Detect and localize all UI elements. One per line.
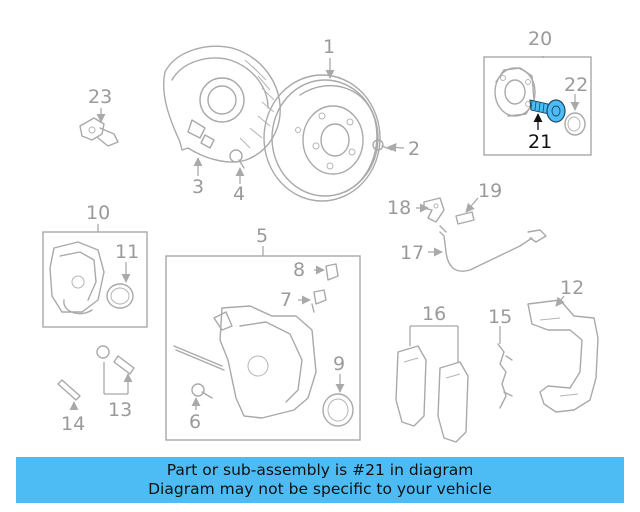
callout-20: 20: [528, 28, 552, 50]
callout-15: 15: [488, 306, 512, 328]
callout-9: 9: [333, 353, 345, 375]
callout-23: 23: [88, 86, 112, 108]
callout-7: 7: [280, 289, 292, 311]
brake-hose-part-17[interactable]: [439, 225, 547, 272]
actuator-box-10: [42, 231, 148, 328]
info-banner: Part or sub-assembly is #21 in diagram D…: [16, 457, 624, 503]
callout-5: 5: [256, 225, 268, 247]
callout-17: 17: [400, 242, 424, 264]
caliper-carrier-part-12[interactable]: [527, 299, 599, 413]
callout-19: 19: [478, 180, 502, 202]
callout-13: 13: [108, 399, 132, 421]
anti-rattle-spring-part-15[interactable]: [497, 343, 513, 409]
hose-bracket-part-18[interactable]: [423, 197, 445, 223]
callout-2: 2: [408, 138, 420, 160]
callout-10: 10: [86, 202, 110, 224]
callout-18: 18: [387, 197, 411, 219]
shield-bolt-part-4[interactable]: [229, 149, 245, 169]
guide-bolt-part-14[interactable]: [57, 379, 81, 401]
guide-pin-kit-part-13[interactable]: [96, 345, 135, 375]
wheel-speed-sensor-part-23[interactable]: [79, 117, 119, 147]
callout-6: 6: [189, 411, 201, 433]
splash-shield-part-3[interactable]: [163, 45, 281, 163]
parking-brake-actuator-part-10[interactable]: [49, 241, 105, 315]
hub-bolt-part-21[interactable]: [529, 99, 566, 123]
callout-14: 14: [61, 413, 85, 435]
dust-cap-part-22[interactable]: [564, 112, 586, 136]
callout-21: 21: [528, 131, 552, 153]
brake-caliper-part-5[interactable]: [173, 305, 317, 419]
banner-line-part-number: Part or sub-assembly is #21 in diagram: [166, 461, 474, 479]
callout-3: 3: [192, 176, 204, 198]
bleeder-cap-part-8[interactable]: [325, 263, 339, 281]
brake-rotor-part-1[interactable]: [263, 74, 381, 202]
callout-8: 8: [293, 259, 305, 281]
callout-1: 1: [323, 36, 335, 58]
retaining-clip-part-19[interactable]: [455, 211, 475, 225]
callout-4: 4: [233, 183, 245, 205]
actuator-seal-part-11[interactable]: [106, 283, 134, 309]
callout-22: 22: [564, 74, 588, 96]
callout-12: 12: [560, 277, 584, 299]
wheel-hub-part-20[interactable]: [494, 67, 536, 117]
caliper-bolt-part-6[interactable]: [191, 383, 213, 399]
callout-11: 11: [115, 241, 139, 263]
hub-assembly-box-20: [483, 56, 592, 156]
brake-pads-part-16[interactable]: [395, 345, 469, 443]
callout-16: 16: [422, 303, 446, 325]
piston-seal-part-9[interactable]: [322, 393, 354, 427]
bleeder-screw-part-7[interactable]: [311, 289, 327, 313]
banner-line-disclaimer: Diagram may not be specific to your vehi…: [148, 480, 492, 498]
